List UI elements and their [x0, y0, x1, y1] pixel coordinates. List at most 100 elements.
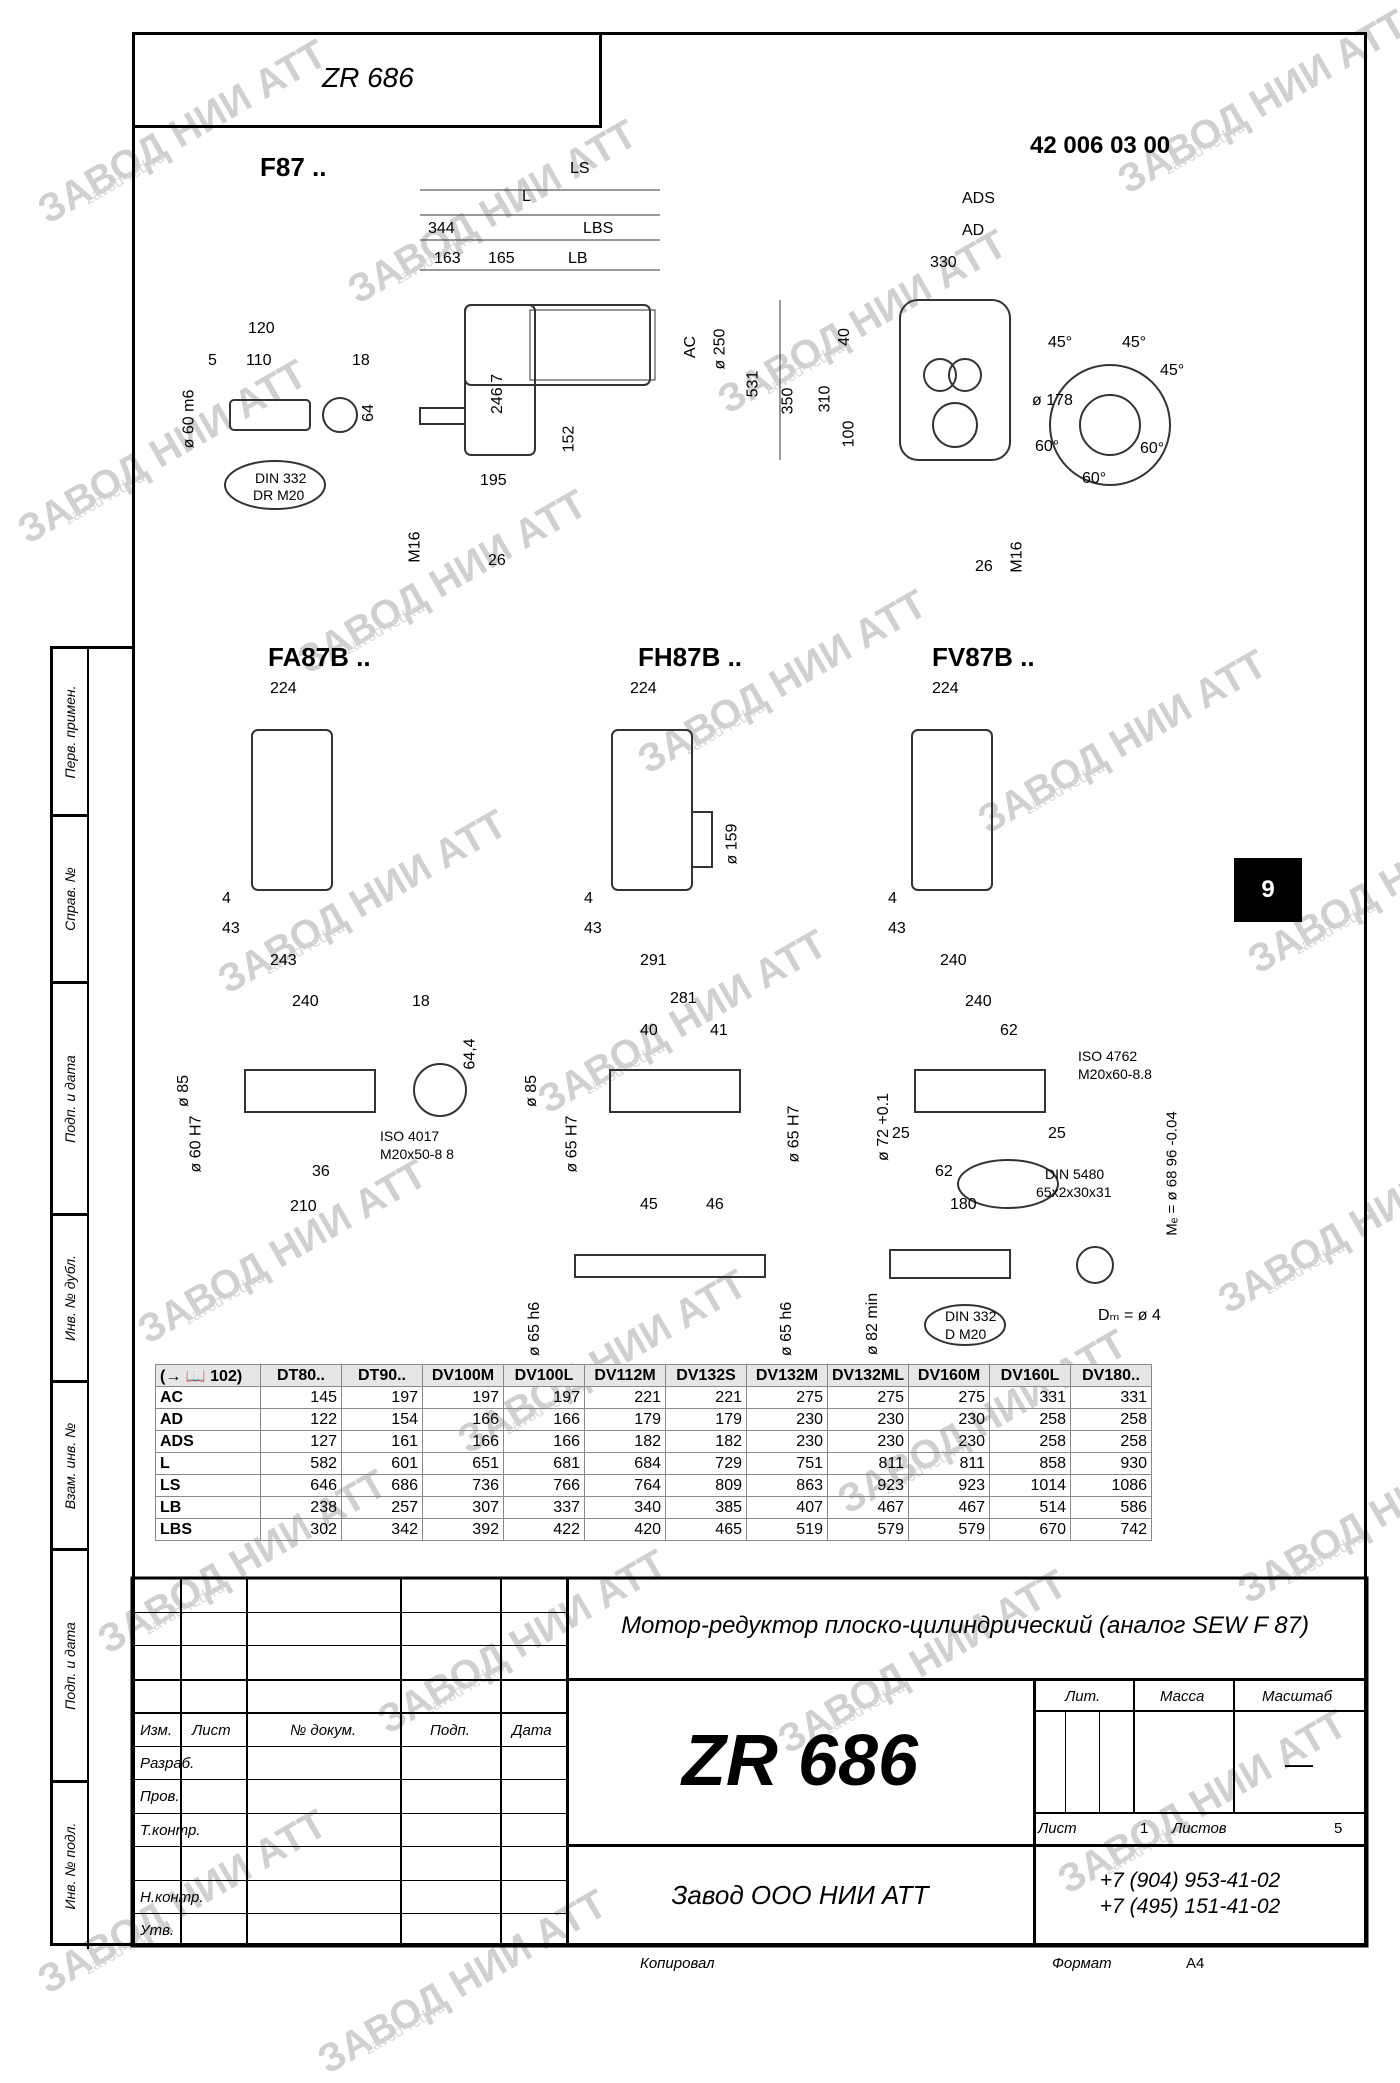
table-cell: 302 [260, 1518, 342, 1541]
dim: ø 178 [1032, 392, 1073, 409]
table-cell: 331 [1070, 1386, 1153, 1409]
table-cell: 258 [1070, 1430, 1153, 1453]
dim: 5 [208, 352, 217, 369]
table-column-header: DT90.. [341, 1364, 423, 1387]
fa87b-body [251, 729, 333, 891]
row-label: LB [155, 1496, 261, 1519]
table-cell: 601 [341, 1452, 423, 1475]
code-box: ZR 686 [132, 32, 602, 128]
role-label: Н.контр. [140, 1889, 204, 1906]
dim: Dₘ = ø 4 [1098, 1307, 1161, 1324]
row-label: AD [155, 1408, 261, 1431]
mass-label: Масса [1160, 1688, 1205, 1705]
dim: 350 [779, 387, 797, 415]
table-cell: 407 [746, 1496, 828, 1519]
side-cell-1: Перв. примен. [53, 649, 89, 817]
table-cell: 257 [341, 1496, 423, 1519]
table-cell: 275 [826, 1386, 910, 1409]
role-label: Т.контр. [140, 1822, 201, 1839]
sheet-value: 1 [1140, 1820, 1149, 1837]
fv87b-shaft [889, 1249, 1011, 1279]
dim: D M20 [945, 1326, 987, 1342]
table-cell: 766 [503, 1474, 585, 1497]
table-column-header: DV112M [584, 1364, 666, 1387]
table-cell: 686 [341, 1474, 423, 1497]
col-header: Подп. [430, 1722, 470, 1739]
dim: 4 [222, 890, 231, 907]
dim: 240 [292, 993, 319, 1010]
dim: 310 [816, 385, 834, 413]
table-cell: 514 [989, 1496, 1072, 1519]
fh87b-hollow [609, 1069, 741, 1113]
table-cell: 923 [826, 1474, 910, 1497]
product-code: ZR 686 [681, 1721, 919, 1801]
table-cell: 811 [826, 1452, 910, 1475]
dim: 4 [584, 890, 593, 907]
table-column-header: DV132S [665, 1364, 747, 1387]
din-callout [224, 460, 326, 510]
fa87b-section [413, 1063, 467, 1117]
table-cell: 122 [260, 1408, 342, 1431]
sheets-label: Листов [1172, 1820, 1227, 1837]
dim: DIN 332 [945, 1308, 997, 1324]
phone-1: +7 (904) 953-41-02 [1099, 1869, 1281, 1892]
table-cell: 684 [584, 1452, 666, 1475]
table-cell: 467 [908, 1496, 991, 1519]
table-cell: 230 [746, 1408, 828, 1431]
label-fh87b: FH87B .. [638, 642, 743, 672]
side-cell-4: Инв. № дубл. [53, 1216, 89, 1383]
table-cell: 166 [422, 1408, 504, 1431]
dim: 60° [1035, 438, 1060, 455]
dim: 45° [1122, 334, 1147, 351]
page-badge: 9 [1234, 858, 1302, 922]
format-label: Формат [1052, 1955, 1112, 1972]
dim: 100 [840, 420, 858, 448]
dim: DIN 332 [255, 470, 307, 486]
table-cell: 579 [826, 1518, 910, 1541]
table-cell: 230 [908, 1430, 991, 1453]
dim: 40 [835, 328, 853, 346]
table-cell: 337 [503, 1496, 585, 1519]
dim: 210 [290, 1198, 317, 1215]
dim: 152 [560, 425, 578, 453]
table-cell: 166 [503, 1430, 585, 1453]
dim: LS [570, 160, 590, 177]
table-cell: 736 [422, 1474, 504, 1497]
fv87b-hollow [914, 1069, 1046, 1113]
table-cell: 930 [1070, 1452, 1153, 1475]
dim: M16 [406, 531, 424, 563]
table-cell: 586 [1070, 1496, 1153, 1519]
dim: M20x50-8 8 [380, 1146, 454, 1162]
fh87b-body [611, 729, 693, 891]
dim: LB [568, 250, 588, 267]
spline-section [1076, 1246, 1114, 1284]
table-cell: 230 [826, 1430, 910, 1453]
dim: 43 [222, 920, 240, 937]
dim: M20x60-8.8 [1078, 1066, 1152, 1082]
technical-drawing [130, 189, 1369, 1948]
table-cell: 238 [260, 1496, 342, 1519]
table-cell: 221 [584, 1386, 666, 1409]
table-cell: 340 [584, 1496, 666, 1519]
col-header: Дата [512, 1722, 552, 1739]
table-cell: 230 [746, 1430, 828, 1453]
table-cell: 161 [341, 1430, 423, 1453]
dim: 43 [584, 920, 602, 937]
dim: 4 [888, 890, 897, 907]
dim: ISO 4017 [380, 1128, 440, 1144]
dim: 163 [434, 250, 461, 267]
dim: 64 [359, 404, 377, 422]
table-cell: 582 [260, 1452, 342, 1475]
table-cell: 923 [908, 1474, 991, 1497]
dim: 330 [930, 254, 957, 271]
dim: ø 65 h6 [778, 1301, 796, 1357]
motor-body [464, 304, 651, 386]
table-cell: 751 [746, 1452, 828, 1475]
dim: 60° [1140, 440, 1165, 457]
dim: 165 [488, 250, 515, 267]
table-cell: 145 [260, 1386, 342, 1409]
